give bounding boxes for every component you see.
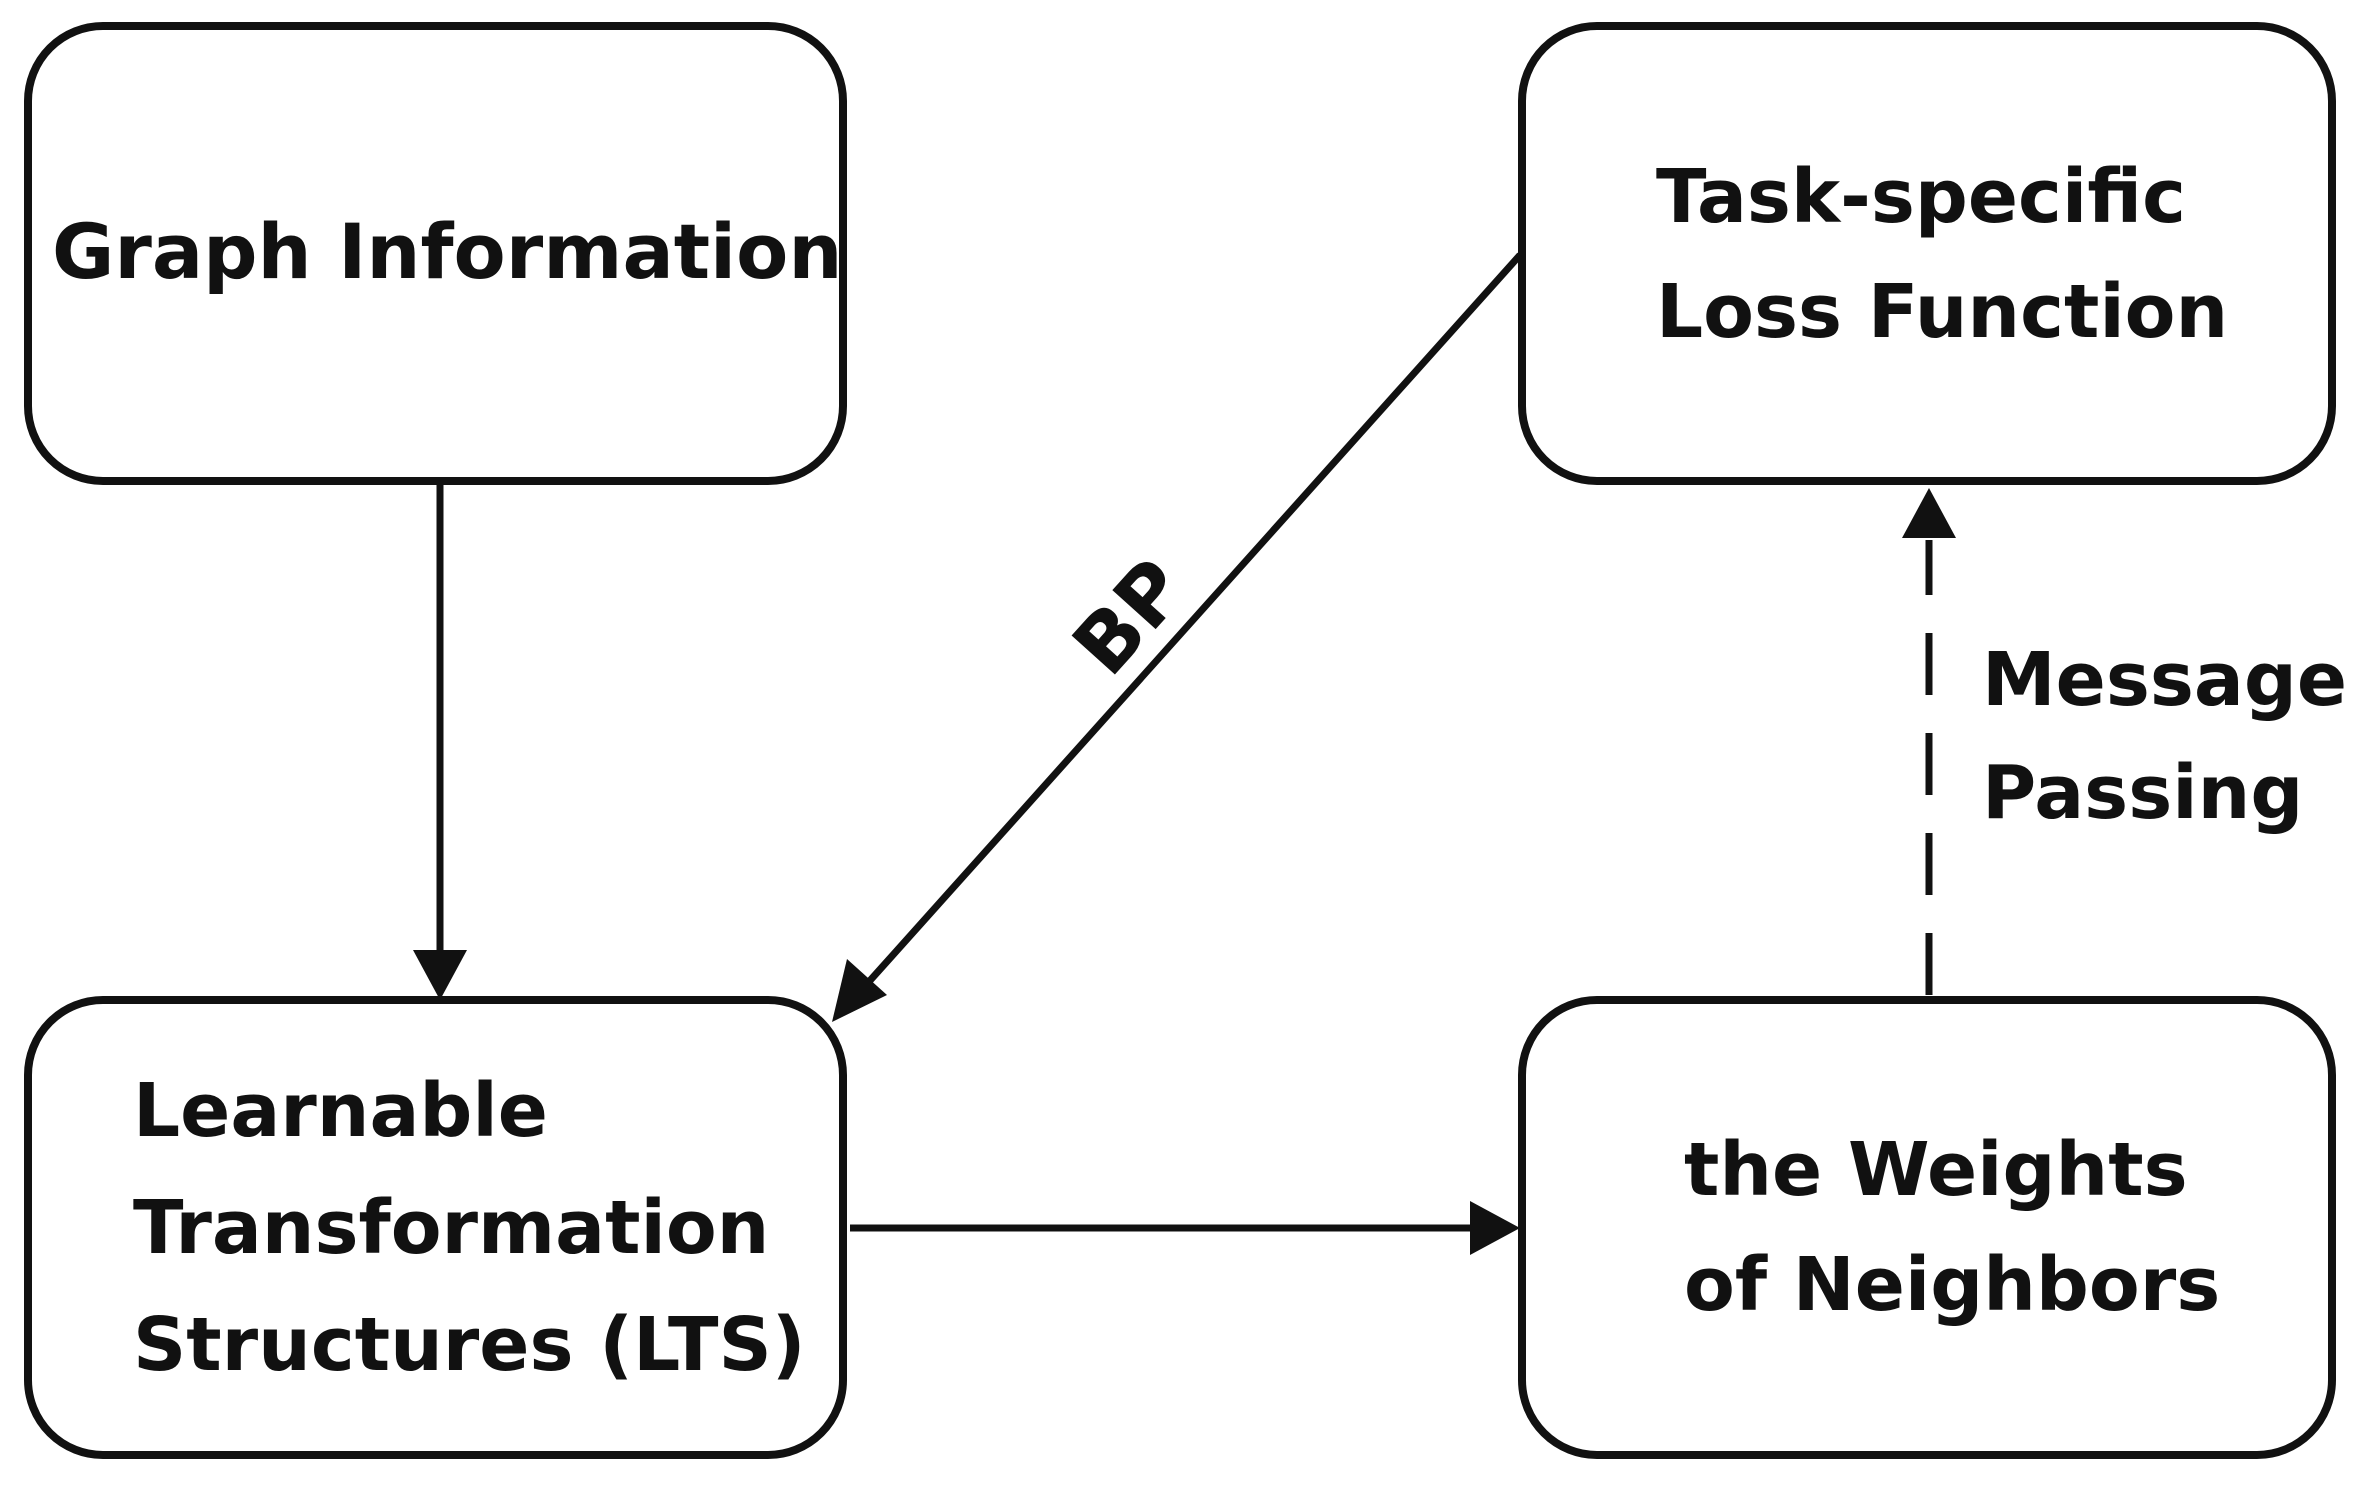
edge-bp-line: [863, 252, 1523, 988]
node-weights-of-neighbors-box: [1518, 996, 2336, 1459]
edge-message-passing-label-line2: Passing: [1982, 750, 2303, 836]
node-graph-information: Graph Information: [24, 22, 847, 485]
edge-message-passing-label-line1: Message: [1982, 637, 2347, 723]
node-lts-label-line1: Learnable: [133, 1068, 548, 1154]
node-task-loss-function-box: [1518, 22, 2336, 485]
edge-bp-label: BP: [1055, 542, 1204, 693]
node-graph-information-label: Graph Information: [52, 207, 842, 296]
node-task-loss-function-label-line1: Task-specific: [1656, 154, 2186, 240]
edge-graph-to-lts: [413, 485, 467, 1000]
edge-lts-to-weights: [850, 1201, 1520, 1255]
node-lts-label-line2: Transformation: [133, 1185, 769, 1271]
edge-lts-to-weights-arrowhead: [1470, 1201, 1520, 1255]
node-lts: Learnable Transformation Structures (LTS…: [24, 996, 847, 1459]
node-weights-of-neighbors: the Weights of Neighbors: [1518, 996, 2336, 1459]
node-task-loss-function: Task-specific Loss Function: [1518, 22, 2336, 485]
edge-bp: BP: [832, 252, 1523, 1022]
edge-message-passing: Message Passing: [1902, 488, 2347, 995]
node-weights-of-neighbors-label-line1: the Weights: [1684, 1127, 2188, 1213]
edge-graph-to-lts-arrowhead: [413, 950, 467, 1000]
edge-message-passing-arrowhead: [1902, 488, 1956, 538]
node-lts-label-line3: Structures (LTS): [133, 1302, 806, 1388]
node-task-loss-function-label-line2: Loss Function: [1656, 269, 2228, 355]
node-weights-of-neighbors-label-line2: of Neighbors: [1684, 1242, 2220, 1328]
edge-bp-arrowhead: [832, 959, 887, 1022]
node-lts-box: [24, 996, 847, 1459]
node-graph-information-box: [24, 22, 847, 485]
